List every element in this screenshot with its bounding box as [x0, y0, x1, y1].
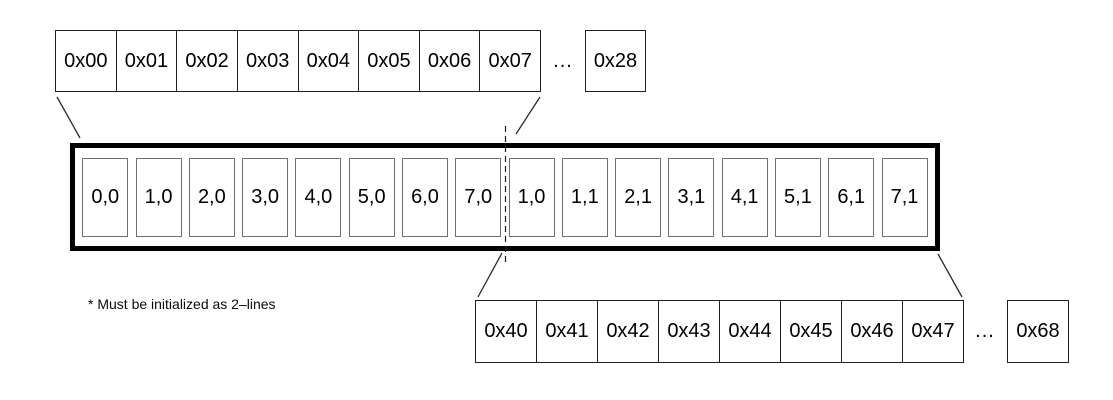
- buffer-cell: 5,0: [348, 157, 395, 237]
- buffer-cell: 3,0: [242, 157, 289, 237]
- bottom-address-cell: 0x42: [598, 301, 659, 362]
- buffer-cell: 2,1: [615, 157, 662, 237]
- buffer-cell: 6,0: [401, 157, 448, 237]
- connector-top-left-line: [56, 96, 81, 139]
- buffer-cell: 0,0: [82, 157, 129, 237]
- top-row-ellipsis: ...: [553, 49, 573, 72]
- buffer-cell: 7,0: [455, 157, 502, 237]
- top-address-end-box: 0x28: [585, 30, 646, 92]
- top-address-cell: 0x01: [117, 31, 178, 91]
- connector-bottom-right-line: [937, 253, 963, 298]
- connector-top-right-line: [515, 96, 541, 135]
- bottom-address-cell: 0x46: [842, 301, 903, 362]
- initialization-note: * Must be initialized as 2–lines: [88, 296, 276, 312]
- buffer-cell: 1,0: [135, 157, 182, 237]
- top-address-row: 0x00 0x01 0x02 0x03 0x04 0x05 0x06 0x07: [55, 30, 541, 92]
- top-address-cell: 0x06: [420, 31, 481, 91]
- bottom-address-cell: 0x43: [659, 301, 720, 362]
- bottom-row-ellipsis: ...: [975, 320, 995, 342]
- connector-bottom-left-line: [477, 252, 503, 298]
- buffer-cell: 4,1: [721, 157, 768, 237]
- bottom-address-cell: 0x44: [720, 301, 781, 362]
- buffer-cell: 3,1: [668, 157, 715, 237]
- buffer-cell: 1,1: [561, 157, 608, 237]
- bottom-address-cell: 0x40: [476, 301, 537, 362]
- top-address-cell: 0x02: [177, 31, 238, 91]
- bottom-address-cell: 0x41: [537, 301, 598, 362]
- bottom-address-cell: 0x47: [911, 320, 955, 342]
- top-address-cell: 0x03: [238, 31, 299, 91]
- bottom-address-row: 0x40 0x41 0x42 0x43 0x44 0x45 0x46 0x47: [475, 300, 964, 363]
- buffer-cell: 4,0: [295, 157, 342, 237]
- bottom-address-end-box: 0x68: [1007, 300, 1069, 363]
- top-address-cell: 0x00: [56, 31, 117, 91]
- buffer-cell: 1,0: [508, 157, 555, 237]
- top-address-cell: 0x04: [299, 31, 360, 91]
- buffer-cell: 2,0: [188, 157, 235, 237]
- buffer-cell: 6,1: [828, 157, 875, 237]
- bottom-address-cell: 0x45: [781, 301, 842, 362]
- top-address-cell: 0x07: [488, 49, 532, 72]
- buffer-cell: 7,1: [881, 157, 928, 237]
- buffer-cell: 5,1: [774, 157, 821, 237]
- top-address-cell: 0x05: [359, 31, 420, 91]
- two-line-buffer-box: 0,0 1,0 2,0 3,0 4,0 5,0 6,0 7,0 1,0 1,1 …: [70, 143, 940, 251]
